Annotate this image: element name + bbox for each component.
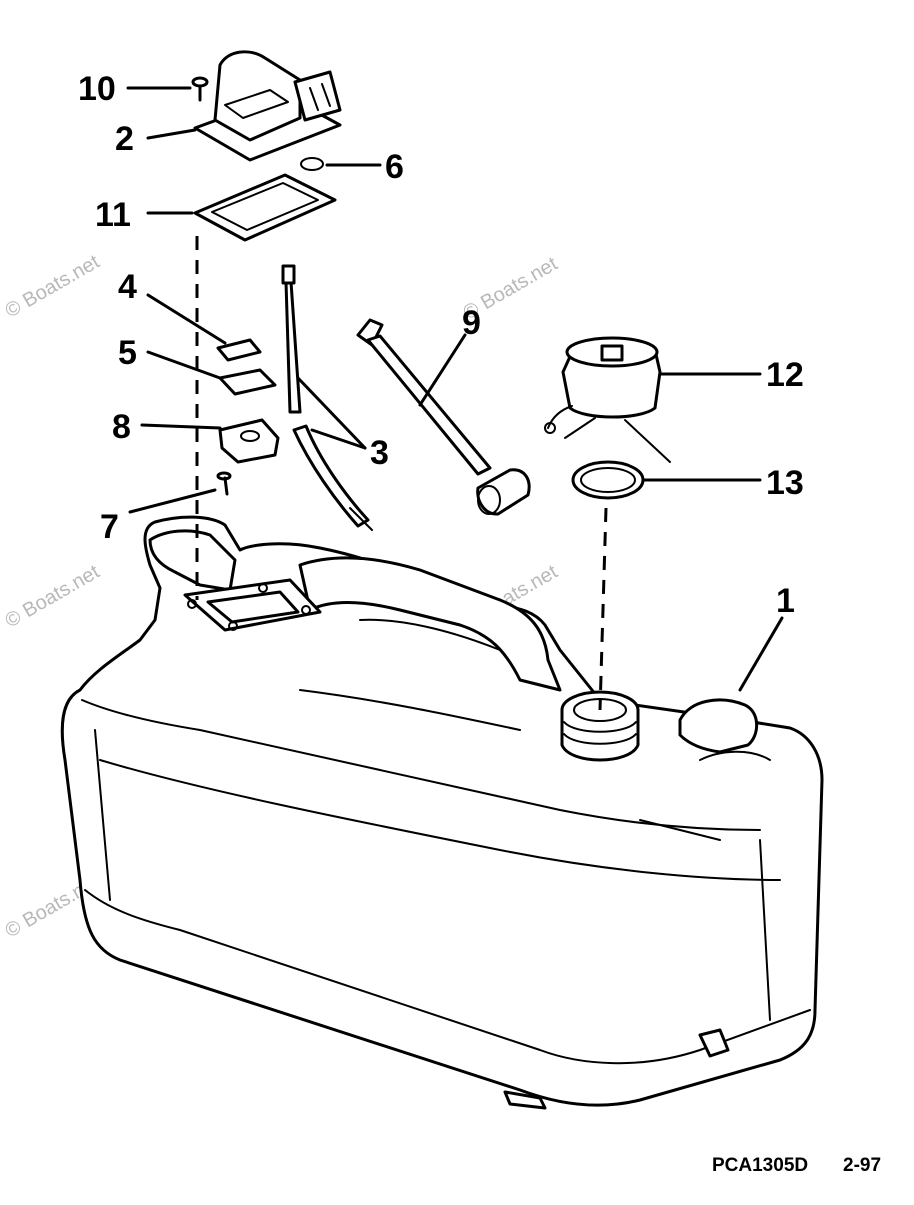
callout-5: 5 xyxy=(118,334,137,372)
part-3-pickup-tubes xyxy=(281,264,373,531)
callout-3: 3 xyxy=(370,434,389,472)
sender-mount-pad xyxy=(183,578,322,632)
leader-4 xyxy=(146,293,227,345)
bracket-hole xyxy=(240,430,260,442)
figure-code: PCA1305D xyxy=(712,1155,808,1176)
leader-lines xyxy=(126,86,784,692)
leader-3a xyxy=(296,376,367,450)
mount-hole xyxy=(228,621,238,631)
filler-neck-body xyxy=(560,708,640,762)
part-11-gasket xyxy=(193,173,337,242)
assembly-line-filler xyxy=(598,507,608,711)
tether-ring xyxy=(544,422,556,434)
filler-thread xyxy=(563,721,637,733)
float-cylinder xyxy=(476,468,531,516)
part-9-float-arm xyxy=(356,318,531,516)
mount-hole xyxy=(258,583,268,593)
cap-tether xyxy=(547,405,573,429)
callout-11: 11 xyxy=(95,196,131,234)
part-10-screw xyxy=(191,76,209,102)
pickup-tube-fitting xyxy=(281,264,296,285)
handle-detail xyxy=(359,618,501,651)
callouts: 10 2 6 11 4 5 8 7 3 9 12 13 1 xyxy=(78,70,804,620)
housing-connector-pin xyxy=(309,87,319,111)
tank-bevel-line xyxy=(699,750,771,761)
filler-thread xyxy=(563,733,637,745)
mount-hole xyxy=(301,605,311,615)
tank-bottom-edge xyxy=(84,889,811,1065)
figure-footer: PCA1305D 2-97 xyxy=(712,1155,881,1176)
float-arm-rod xyxy=(366,334,492,476)
cap-vent-knob xyxy=(600,344,624,362)
tank-bevel-line xyxy=(299,689,521,731)
callout-6: 6 xyxy=(385,148,404,186)
housing-connector-pin xyxy=(321,83,331,107)
part-7-screw xyxy=(216,471,232,496)
gasket-outer xyxy=(193,173,337,242)
tank-left-ridge xyxy=(148,529,237,592)
float-end xyxy=(477,485,501,515)
callout-2: 2 xyxy=(115,120,134,158)
tank-foot xyxy=(503,1090,547,1110)
tank-body-outline xyxy=(60,515,824,1107)
tank-vent-boss xyxy=(678,698,759,754)
filler-neck-inner xyxy=(573,698,627,722)
tank-seam xyxy=(99,759,781,881)
cap-tether xyxy=(624,419,671,463)
leader-5 xyxy=(146,350,222,380)
callout-4: 4 xyxy=(118,268,137,306)
part-5-seal xyxy=(218,368,277,396)
tank-bevel-line xyxy=(639,819,721,841)
figure-date: 2-97 xyxy=(843,1155,881,1176)
gasket-inner xyxy=(211,182,319,231)
callout-12: 12 xyxy=(766,356,804,394)
screw-shank xyxy=(223,476,229,496)
float-arm-bracket xyxy=(356,318,384,347)
callout-10: 10 xyxy=(78,70,116,108)
callout-13: 13 xyxy=(766,464,804,502)
pickup-tube-upper xyxy=(284,280,302,414)
callout-7: 7 xyxy=(100,508,119,546)
pickup-strainer xyxy=(349,507,373,531)
watermark: © Boats.net xyxy=(2,561,104,633)
callout-9: 9 xyxy=(462,304,481,342)
tank-side-rib xyxy=(94,729,111,901)
leader-9 xyxy=(418,333,467,407)
tank-top-edge xyxy=(81,699,761,831)
part-6-o-ring xyxy=(300,157,324,171)
part-13-cap-gasket xyxy=(571,460,645,500)
leader-1 xyxy=(738,616,784,692)
part-2-gauge-housing xyxy=(193,50,342,162)
cap-tether xyxy=(564,417,596,439)
part-12-filler-cap xyxy=(544,336,671,463)
fuel-tank xyxy=(60,515,824,1110)
housing-window xyxy=(224,89,289,119)
leader-7 xyxy=(128,488,217,514)
callout-8: 8 xyxy=(112,408,131,446)
leader-2 xyxy=(146,128,197,140)
leader-8 xyxy=(140,423,222,430)
mount-pad-opening xyxy=(206,590,300,624)
tank-side-rib xyxy=(759,839,771,1021)
pickup-tube-lower xyxy=(292,424,370,528)
part-4-retainer xyxy=(216,338,262,362)
tank-foot xyxy=(698,1028,730,1058)
mount-hole xyxy=(187,599,197,609)
part-8-bracket xyxy=(218,418,280,464)
tank-handle xyxy=(298,556,562,692)
housing-connector xyxy=(293,70,342,122)
cap-gasket-inner xyxy=(580,467,636,493)
callout-1: 1 xyxy=(776,582,795,620)
leader-3b xyxy=(310,428,367,450)
watermark: © Boats.net xyxy=(2,251,104,323)
